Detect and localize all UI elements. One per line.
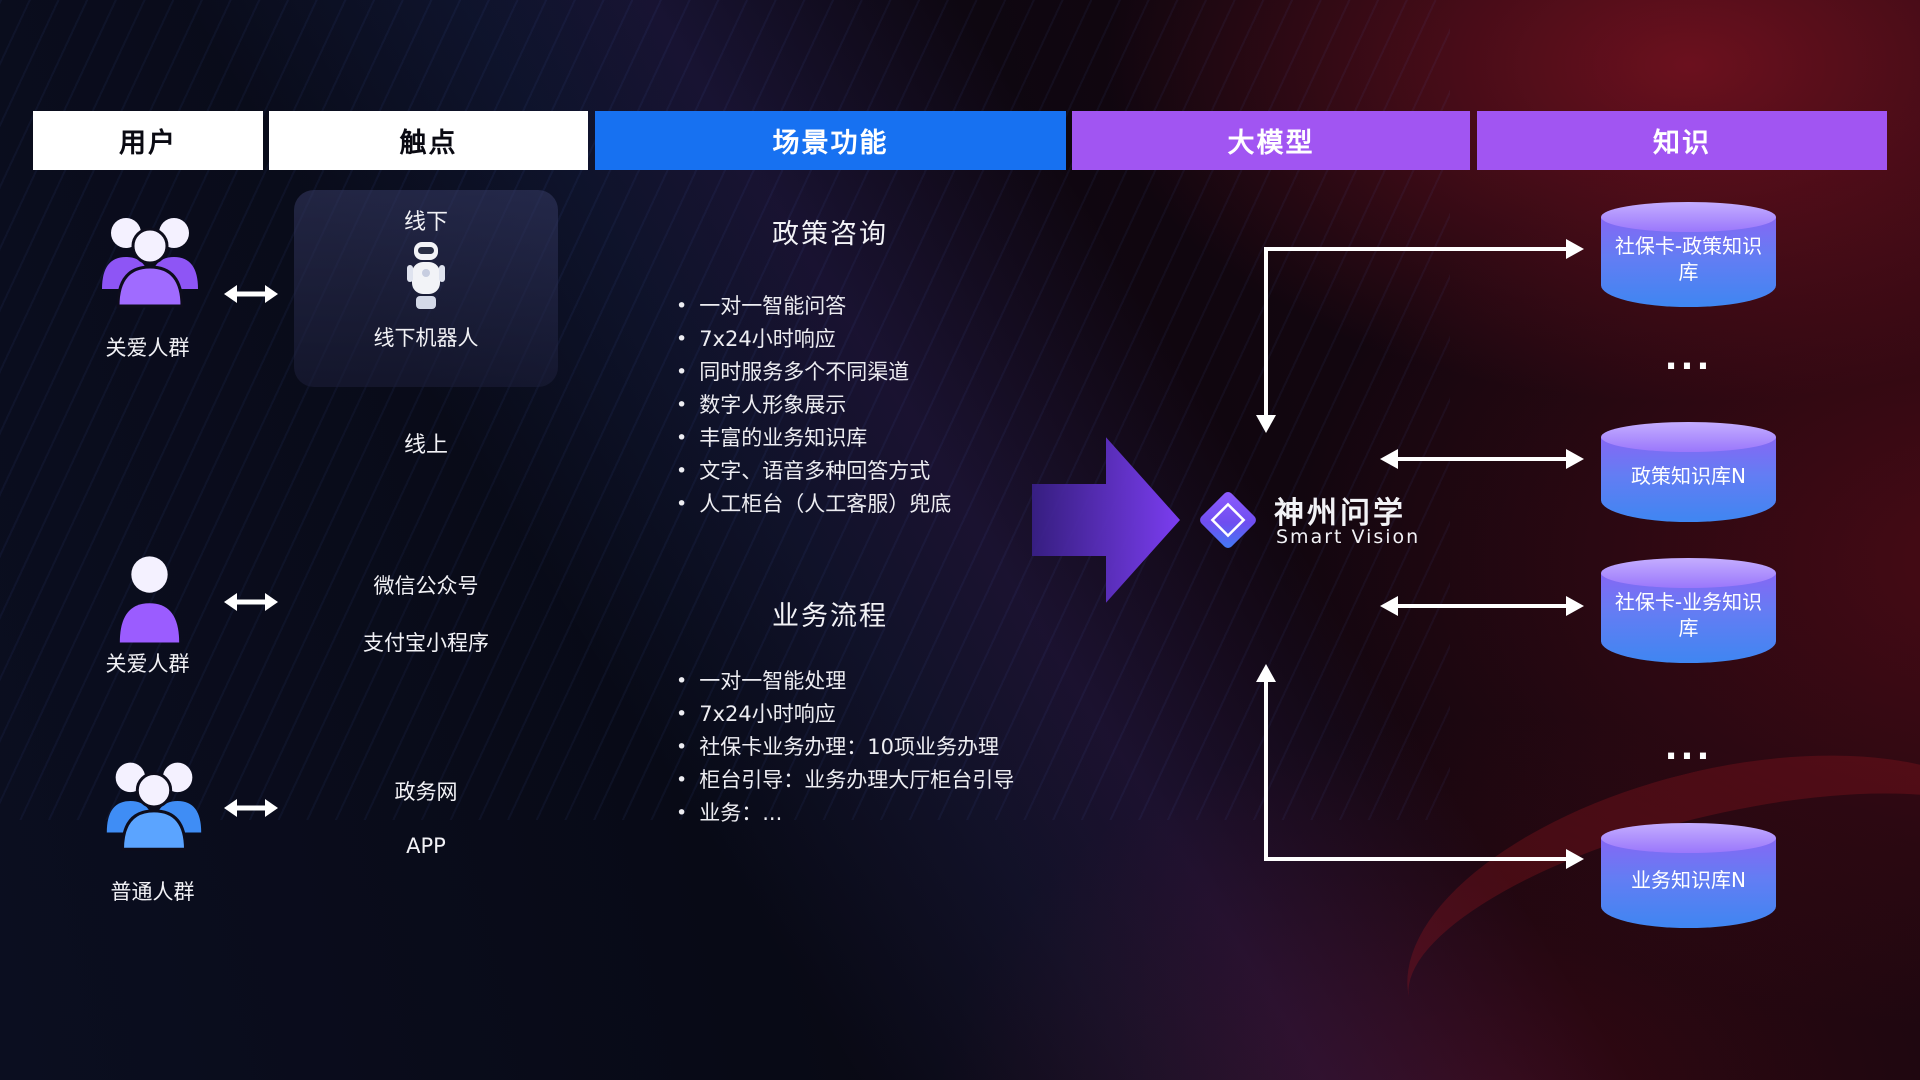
arrowhead-left-icon <box>1380 596 1398 616</box>
offline-title: 线下 <box>403 210 448 235</box>
touchpoint-gov-web: 政务网 <box>394 780 458 804</box>
connector-line <box>1264 857 1566 861</box>
scene-bullet: 一对一智能处理 <box>676 665 1106 698</box>
arrowhead-right-icon <box>1566 239 1584 259</box>
model-subtitle: Smart Vision <box>1276 526 1421 548</box>
column-header-knowledge: 知识 <box>1477 111 1887 170</box>
bidirectional-arrow-icon <box>224 799 278 817</box>
user-group-2-label: 关爱人群 <box>105 652 190 676</box>
connector-line <box>1264 247 1268 415</box>
user-single-purple-icon <box>119 556 180 643</box>
offline-touchpoint-card: 线下 线下机器人 <box>294 190 558 387</box>
arrowhead-left-icon <box>1380 449 1398 469</box>
scene-bullet: 柜台引导：业务办理大厅柜台引导 <box>676 764 1106 797</box>
db-label-policy-n: 政策知识库N <box>1631 464 1746 488</box>
database-cylinder-icon: 社保卡-政策知识库 <box>1601 202 1776 307</box>
connector-line <box>1264 247 1566 251</box>
column-header-model-label: 大模型 <box>1227 128 1315 159</box>
scene-bullet: 数字人形象展示 <box>676 389 1106 422</box>
cylinder-body <box>1601 573 1776 663</box>
scene-bullet: 社保卡业务办理：10项业务办理 <box>676 731 1106 764</box>
scene-bullet: 一对一智能问答 <box>676 290 1106 323</box>
arrowhead-right-icon <box>1566 449 1584 469</box>
scene-title-policy: 政策咨询 <box>772 219 888 250</box>
scene-bullet: 7x24小时响应 <box>676 323 1106 356</box>
scene-bullet: 7x24小时响应 <box>676 698 1106 731</box>
connector-line <box>1397 457 1567 461</box>
db-label-policy-shebao: 社保卡-政策知识库 <box>1614 233 1763 284</box>
scene-bullet: 业务：... <box>676 797 1106 830</box>
users-group-purple-icon <box>102 218 198 308</box>
database-cylinder-icon: 政策知识库N <box>1601 422 1776 522</box>
column-header-touchpoints: 触点 <box>269 111 588 170</box>
column-header-scenes-label: 场景功能 <box>772 128 889 159</box>
cylinder-top <box>1601 202 1776 232</box>
cylinder-top <box>1601 823 1776 853</box>
column-header-model: 大模型 <box>1072 111 1470 170</box>
touchpoint-wechat: 微信公众号 <box>373 574 479 598</box>
db-label-business-n: 业务知识库N <box>1631 867 1746 892</box>
scene-bullet: 丰富的业务知识库 <box>676 422 1106 455</box>
robot-icon <box>407 242 445 309</box>
ellipsis-dots: ... <box>1664 728 1713 768</box>
offline-robot-label: 线下机器人 <box>373 326 479 350</box>
smart-vision-logo-icon <box>1200 492 1256 548</box>
scene-bullet: 文字、语音多种回答方式 <box>676 455 1106 488</box>
database-cylinder-icon: 业务知识库N <box>1601 823 1776 928</box>
cylinder-body <box>1601 838 1776 928</box>
cylinder-top <box>1601 422 1776 452</box>
online-title: 线上 <box>403 433 448 458</box>
user-group-3-label: 普通人群 <box>110 880 195 904</box>
column-header-scenes: 场景功能 <box>595 111 1066 170</box>
scene-business-list: 一对一智能处理 7x24小时响应 社保卡业务办理：10项业务办理 柜台引导：业务… <box>676 665 1106 830</box>
connector-line <box>1397 604 1567 608</box>
users-group-blue-icon <box>106 762 202 851</box>
bidirectional-arrow-icon <box>224 593 278 611</box>
arrowhead-up-icon <box>1256 664 1276 682</box>
cylinder-top <box>1601 558 1776 588</box>
arrowhead-down-icon <box>1256 415 1276 433</box>
db-label-business-shebao: 社保卡-业务知识库 <box>1614 589 1763 640</box>
scene-bullet: 人工柜台（人工客服）兜底 <box>676 488 1106 521</box>
scene-title-business: 业务流程 <box>772 601 888 632</box>
scene-bullet: 同时服务多个不同渠道 <box>676 356 1106 389</box>
user-group-1-label: 关爱人群 <box>105 336 190 360</box>
arrowhead-right-icon <box>1566 849 1584 869</box>
model-name: 神州问学 <box>1274 496 1406 531</box>
database-cylinder-icon: 社保卡-业务知识库 <box>1601 558 1776 663</box>
column-header-knowledge-label: 知识 <box>1653 128 1711 159</box>
connector-line <box>1264 681 1268 861</box>
bidirectional-arrow-icon <box>224 285 278 303</box>
touchpoint-app: APP <box>406 834 446 858</box>
touchpoint-alipay: 支付宝小程序 <box>363 631 489 655</box>
arrowhead-right-icon <box>1566 596 1584 616</box>
column-header-users-label: 用户 <box>119 128 177 159</box>
ellipsis-dots: ... <box>1664 338 1713 378</box>
cylinder-body <box>1601 217 1776 307</box>
column-header-touchpoints-label: 触点 <box>399 128 458 159</box>
column-header-users: 用户 <box>33 111 263 170</box>
scene-policy-list: 一对一智能问答 7x24小时响应 同时服务多个不同渠道 数字人形象展示 丰富的业… <box>676 290 1106 521</box>
